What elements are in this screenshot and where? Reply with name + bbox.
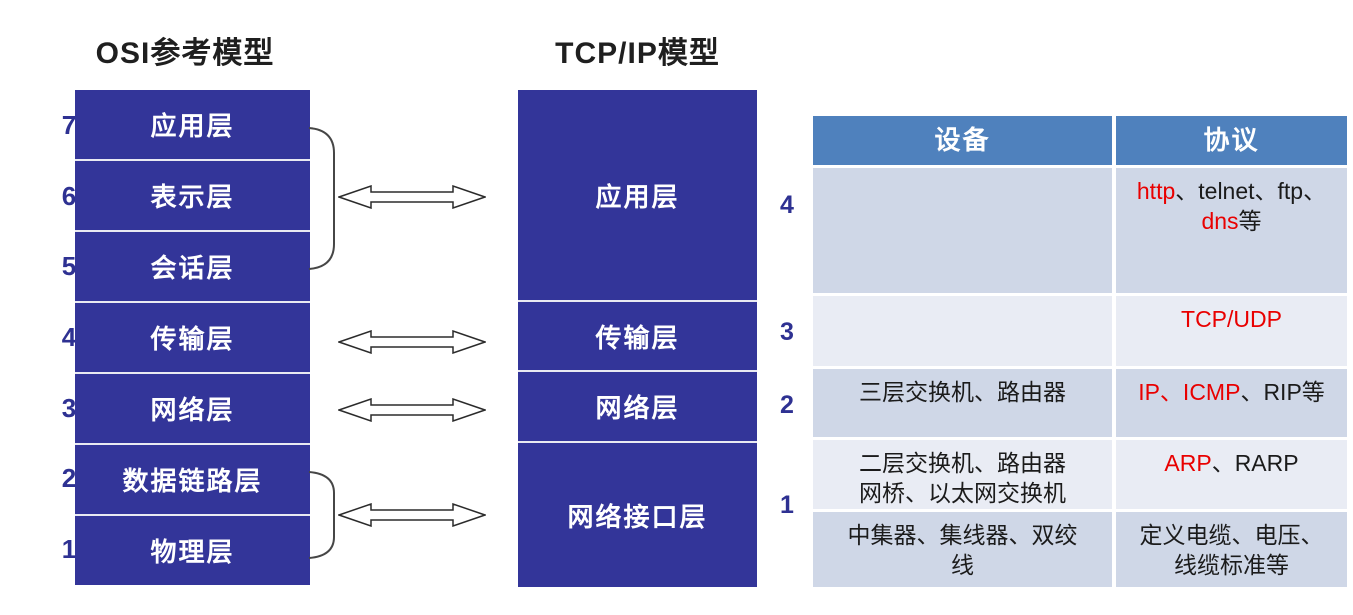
protocol-text: http	[1136, 178, 1176, 204]
text-line: 三层交换机、路由器	[859, 379, 1066, 405]
double-arrow-icon	[338, 185, 486, 209]
osi-model-box: 应用层 表示层 会话层 传输层 网络层 数据链路层 物理层	[75, 90, 310, 585]
osi-layer-number: 3	[61, 392, 77, 423]
osi-layer: 数据链路层	[75, 445, 310, 516]
osi-layer-number: 2	[61, 463, 77, 494]
tcpip-model-box: 应用层 传输层 网络层 网络接口层	[518, 90, 757, 587]
text-line: http、telnet、ftp、	[1116, 176, 1347, 206]
protocol-cell: IP、ICMP、RIP等	[1116, 369, 1347, 437]
tcpip-model-title: TCP/IP模型	[555, 37, 720, 70]
double-arrow-icon	[338, 398, 486, 422]
group-bracket-bottom	[308, 471, 335, 559]
protocol-text: 等	[1238, 208, 1262, 234]
osi-layer-number: 6	[61, 180, 77, 211]
table-row: 三层交换机、路由器 IP、ICMP、RIP等	[813, 369, 1347, 437]
protocol-cell: 定义电缆、电压、 线缆标准等	[1116, 512, 1347, 587]
table-row-number: 2	[780, 391, 794, 419]
table-row-number: 1	[780, 491, 794, 519]
table-row: 中集器、集线器、双绞 线 定义电缆、电压、 线缆标准等	[813, 512, 1347, 587]
table-row-number: 4	[780, 191, 794, 219]
protocol-text: 、RARP	[1211, 450, 1299, 476]
device-cell: 二层交换机、路由器 网桥、以太网交换机	[813, 440, 1112, 509]
osi-layer-number: 4	[61, 322, 77, 353]
osi-layer: 会话层	[75, 232, 310, 303]
group-bracket-top	[308, 127, 335, 270]
text-line: 线缆标准等	[1116, 550, 1347, 580]
osi-layer-numbers: 7 6 5 4 3 2 1	[52, 90, 86, 585]
device-cell: 三层交换机、路由器	[813, 369, 1112, 437]
protocol-text: 、telnet、ftp、	[1175, 178, 1327, 204]
osi-layer-number: 1	[61, 534, 77, 565]
osi-layer: 表示层	[75, 161, 310, 232]
protocol-cell: ARP、RARP	[1116, 440, 1347, 509]
osi-layer: 物理层	[150, 537, 235, 567]
osi-layer: 网络层	[75, 374, 310, 445]
text-line: 网桥、以太网交换机	[859, 480, 1066, 506]
protocol-text: dns	[1201, 208, 1239, 234]
tcpip-layer: 应用层	[518, 90, 757, 302]
double-arrow-icon	[338, 330, 486, 354]
text-line: 定义电缆、电压、	[1116, 520, 1347, 550]
device-cell	[813, 296, 1112, 366]
table-row: http、telnet、ftp、 dns等	[813, 168, 1347, 293]
protocol-text: 、RIP等	[1240, 379, 1325, 405]
tcpip-layer: 传输层	[518, 302, 757, 372]
table-header-protocol: 协议	[1116, 116, 1347, 165]
text-line: 线	[951, 552, 974, 578]
tcpip-layer: 网络接口层	[567, 501, 708, 532]
text-line: dns等	[1116, 206, 1347, 236]
table-row: TCP/UDP	[813, 296, 1347, 366]
protocol-cell: http、telnet、ftp、 dns等	[1116, 168, 1347, 293]
device-cell	[813, 168, 1112, 293]
table-row: 二层交换机、路由器 网桥、以太网交换机 ARP、RARP	[813, 440, 1347, 509]
table-row-number: 3	[780, 318, 794, 346]
protocol-text: 定义电缆、电压、	[1139, 522, 1324, 548]
text-line: 二层交换机、路由器	[859, 450, 1066, 476]
table-header-device: 设备	[813, 116, 1112, 165]
table-header-row: 设备 协议	[813, 116, 1347, 165]
device-protocol-table: 设备 协议 http、telnet、ftp、 dns等 TCP/UDP	[813, 116, 1347, 587]
osi-layer-number: 7	[61, 109, 77, 140]
device-cell: 中集器、集线器、双绞 线	[813, 512, 1112, 587]
text-line: TCP/UDP	[1116, 304, 1347, 334]
protocol-cell: TCP/UDP	[1116, 296, 1347, 366]
osi-layer: 应用层	[75, 90, 310, 161]
double-arrow-icon	[338, 503, 486, 527]
protocol-text: 线缆标准等	[1174, 552, 1289, 578]
osi-model-title: OSI参考模型	[95, 37, 275, 70]
osi-layer: 传输层	[75, 303, 310, 374]
protocol-text: TCP/UDP	[1181, 306, 1282, 332]
tcpip-layer: 网络层	[518, 372, 757, 443]
osi-layer-number: 5	[61, 251, 77, 282]
protocol-text: IP、ICMP	[1138, 379, 1241, 405]
text-line: IP、ICMP、RIP等	[1116, 377, 1347, 407]
text-line: 中集器、集线器、双绞	[847, 522, 1078, 548]
protocol-text: ARP	[1164, 450, 1212, 476]
text-line: ARP、RARP	[1116, 448, 1347, 478]
